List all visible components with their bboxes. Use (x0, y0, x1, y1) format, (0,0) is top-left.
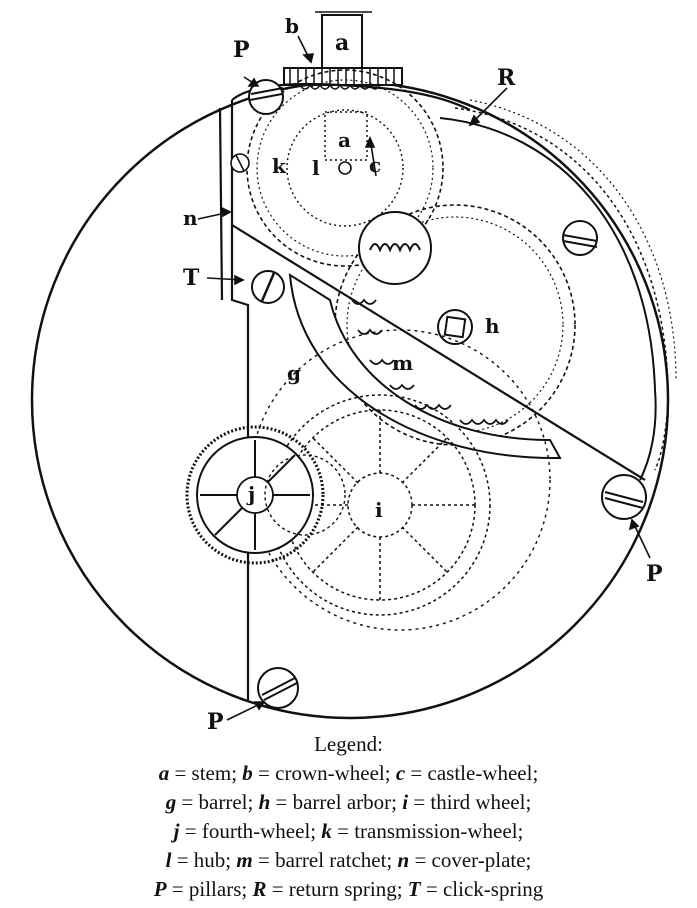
legend-key: k (321, 819, 332, 843)
return-spring (439, 99, 677, 481)
pillar-bottom (257, 667, 299, 709)
label-h: h (485, 314, 500, 338)
screw-left (230, 153, 250, 173)
legend-description: = castle-wheel; (405, 761, 539, 785)
legend-description: = barrel arbor; (270, 790, 403, 814)
legend-description: = third wheel; (408, 790, 532, 814)
legend-key: P (153, 877, 167, 901)
legend-description: = crown-wheel; (252, 761, 396, 785)
pillar-right (601, 474, 647, 520)
legend-description: = cover-plate; (409, 848, 532, 872)
legend-line: l = hub; m = barrel ratchet; n = cover-p… (0, 846, 697, 875)
legend-description: = stem; (169, 761, 243, 785)
legend-key: h (258, 790, 271, 814)
legend-key: l (165, 848, 172, 872)
intermediate-pinion (358, 211, 432, 285)
pillar-top-left (248, 79, 284, 115)
legend-line: g = barrel; h = barrel arbor; i = third … (0, 788, 697, 817)
label-P-right: P (646, 561, 663, 587)
barrel-ratchet-wheel (334, 204, 576, 446)
label-R: R (497, 65, 516, 91)
label-m: m (392, 351, 413, 375)
legend-lines: a = stem; b = crown-wheel; c = castle-wh… (0, 759, 697, 904)
crown-wheel (283, 67, 403, 90)
click-spring (251, 270, 285, 304)
label-P-bottom: P (207, 709, 224, 730)
third-wheel (269, 394, 491, 616)
hub (338, 161, 352, 175)
legend-key: c (395, 761, 406, 785)
legend-title: Legend: (314, 732, 383, 756)
watch-movement-diagram: a b P R a c k l n T h m g j i P P (30, 11, 677, 730)
legend-key: a (158, 761, 170, 785)
label-P-top: P (233, 37, 250, 63)
label-l: l (312, 156, 320, 180)
legend-line: a = stem; b = crown-wheel; c = castle-wh… (0, 759, 697, 788)
legend-description: = barrel ratchet; (252, 848, 398, 872)
label-T: T (183, 265, 200, 291)
legend-description: = return spring; (266, 877, 408, 901)
legend-key: b (242, 761, 253, 785)
legend-key: g (165, 790, 177, 814)
legend-key: j (173, 819, 180, 843)
legend-key: R (252, 877, 267, 901)
barrel-arbor (437, 309, 473, 345)
label-c: c (369, 153, 381, 177)
screw-right (562, 220, 598, 256)
leader-lines (197, 35, 651, 721)
label-n: n (183, 206, 198, 230)
legend-line: j = fourth-wheel; k = transmission-wheel… (0, 817, 697, 846)
legend-key: n (397, 848, 410, 872)
stem (315, 11, 372, 73)
label-k: k (272, 154, 287, 178)
legend-description: = transmission-wheel; (331, 819, 524, 843)
label-i: i (375, 498, 383, 522)
barrel-ratchet (288, 273, 562, 460)
movement-plate (30, 80, 670, 720)
transmission-wheel (246, 69, 444, 267)
legend-description: = fourth-wheel; (179, 819, 322, 843)
castle-wheel (324, 111, 368, 161)
legend-line: P = pillars; R = return spring; T = clic… (0, 875, 697, 904)
legend-key: m (236, 848, 253, 872)
fourth-wheel (185, 425, 346, 565)
label-g: g (287, 361, 301, 385)
label-b: b (285, 14, 299, 38)
legend-description: = hub; (171, 848, 237, 872)
legend-key: i (402, 790, 409, 814)
label-a-inner: a (338, 128, 351, 152)
legend: Legend: a = stem; b = crown-wheel; c = c… (0, 730, 697, 904)
legend-description: = click-spring (420, 877, 544, 901)
legend-description: = barrel; (176, 790, 259, 814)
legend-key: T (407, 877, 421, 901)
legend-description: = pillars; (166, 877, 253, 901)
label-a-top: a (335, 30, 349, 56)
label-j: j (246, 482, 255, 506)
